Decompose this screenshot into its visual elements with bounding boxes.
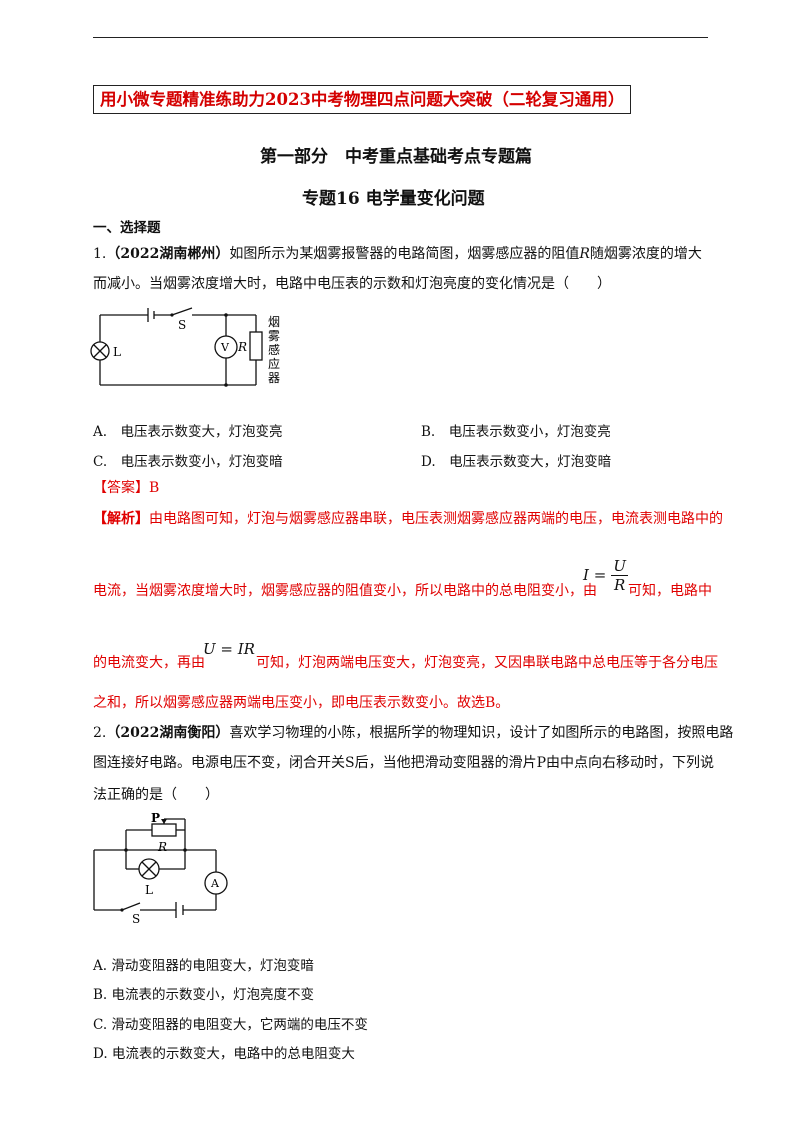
q2-source: （2022湖南衡阳） bbox=[106, 725, 230, 741]
q1-sensor-char-4: 应 bbox=[268, 356, 280, 371]
q1-formula-denominator: R bbox=[614, 576, 626, 594]
q2-slider-label: P bbox=[151, 812, 160, 825]
q1-answer-label: 【答案】 bbox=[93, 480, 149, 496]
banner-title: 用小微专题精准练助力2023中考物理四点问题大突破（二轮复习通用） bbox=[93, 85, 632, 114]
q1-analysis-line3b: 可知，灯泡两端电压变大，灯泡变亮，又因串联电路中总电压等于各分电压 bbox=[256, 655, 718, 671]
q1-analysis-line3a: 的电流变大，再由 bbox=[93, 655, 205, 671]
q1-formula-lhs: I = bbox=[583, 566, 607, 584]
q1-text-a: 如图所示为某烟雾报警器的电路简图，烟雾感应器的阻值 bbox=[229, 246, 580, 262]
q1-formula-numerator: U bbox=[611, 557, 629, 576]
q2-option-c: C. 滑动变阻器的电阻变大，它两端的电压不变 bbox=[93, 1017, 368, 1033]
q2-line2: 图连接好电路。电源电压不变，闭合开关S后，当他把滑动变阻器的滑片P由中点向右移动… bbox=[93, 755, 715, 771]
q1-voltmeter-label: V bbox=[220, 341, 230, 354]
topic-title: 专题16 电学量变化问题 bbox=[302, 189, 485, 209]
q1-sensor-char-5: 器 bbox=[268, 371, 280, 385]
q1-source: （2022湖南郴州） bbox=[106, 246, 230, 262]
q2-number: 2. bbox=[93, 725, 107, 741]
q1-analysis-line2: 电流，当烟雾浓度增大时，烟雾感应器的阻值变小，所以电路中的总电阻变小，由 bbox=[93, 583, 597, 599]
q2-text-a: 喜欢学习物理的小陈，根据所学的物理知识，设计了如图所示的电路图，按照电路 bbox=[229, 725, 734, 741]
q1-number: 1. bbox=[93, 246, 107, 262]
q1-line2: 而减小。当烟雾浓度增大时，电路中电压表的示数和灯泡亮度的变化情况是（ ） bbox=[93, 276, 611, 292]
q1-lamp-label: L bbox=[113, 345, 121, 359]
q2-line1: 2.（2022湖南衡阳）喜欢学习物理的小陈，根据所学的物理知识，设计了如图所示的… bbox=[93, 723, 733, 743]
q2-line3: 法正确的是（ ） bbox=[93, 787, 219, 803]
q2-slider-arrow-icon bbox=[161, 819, 167, 824]
q2-option-a: A. 滑动变阻器的电阻变大，灯泡变暗 bbox=[93, 958, 314, 974]
q2-circuit-diagram: P R L A S bbox=[93, 812, 228, 926]
q1-line1: 1.（2022湖南郴州）如图所示为某烟雾报警器的电路简图，烟雾感应器的阻值R随烟… bbox=[93, 244, 702, 264]
header-rule bbox=[93, 37, 708, 38]
q1-text-b: 随烟雾浓度的增大 bbox=[589, 246, 702, 262]
q1-analysis-label: 【解析】 bbox=[93, 511, 149, 527]
q2-rheostat-label: R bbox=[157, 840, 167, 854]
q2-lamp-label: L bbox=[145, 883, 153, 897]
section-title: 一、选择题 bbox=[93, 220, 161, 236]
q1-sensor-char-1: 烟 bbox=[268, 315, 280, 329]
q1-circuit-diagram: S L V R 烟 雾 感 应 器 bbox=[90, 307, 280, 387]
q2-switch-label: S bbox=[132, 912, 140, 926]
q2-option-b: B. 电流表的示数变小，灯泡亮度不变 bbox=[93, 987, 315, 1003]
q1-switch-label: S bbox=[178, 318, 186, 332]
q1-analysis-line2b: 可知，电路中 bbox=[628, 583, 712, 599]
q1-analysis-text1: 由电路图可知，灯泡与烟雾感应器串联，电压表测烟雾感应器两端的电压，电流表测电路中… bbox=[149, 511, 723, 527]
q1-analysis-line1: 【解析】由电路图可知，灯泡与烟雾感应器串联，电压表测烟雾感应器两端的电压，电流表… bbox=[93, 509, 723, 529]
q2-option-d: D. 电流表的示数变大，电路中的总电阻变大 bbox=[93, 1046, 355, 1062]
q1-option-d: D. 电压表示数变大，灯泡变暗 bbox=[421, 454, 612, 470]
q1-formula-uir: U = IR bbox=[203, 640, 255, 658]
q1-analysis-line4: 之和，所以烟雾感应器两端电压变小，即电压表示数变小。故选B。 bbox=[93, 695, 510, 711]
q1-var-r: R bbox=[579, 246, 590, 262]
q2-ammeter-label: A bbox=[210, 877, 220, 890]
q1-option-b: B. 电压表示数变小，灯泡变亮 bbox=[421, 424, 611, 440]
part-title: 第一部分 中考重点基础考点专题篇 bbox=[260, 147, 532, 167]
q1-answer-value: B bbox=[149, 480, 160, 496]
q1-resistor-label: R bbox=[237, 340, 247, 354]
q1-sensor-char-3: 感 bbox=[268, 342, 280, 357]
q1-answer: 【答案】B bbox=[93, 478, 159, 498]
q1-option-a: A. 电压表示数变大，灯泡变亮 bbox=[93, 424, 283, 440]
q1-sensor-char-2: 雾 bbox=[268, 329, 280, 343]
q1-option-c: C. 电压表示数变小，灯泡变暗 bbox=[93, 454, 283, 470]
